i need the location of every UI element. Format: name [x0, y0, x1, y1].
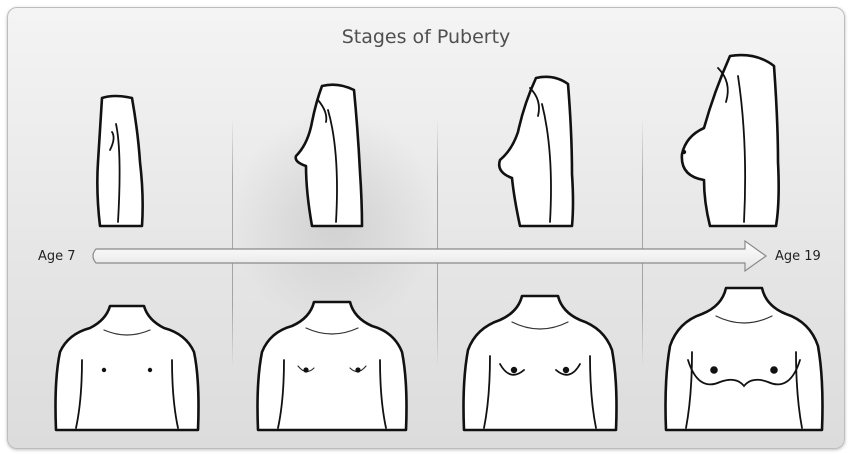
stage-2-side-view — [288, 82, 378, 232]
age-start-label: Age 7 — [38, 249, 76, 264]
stage-4-side-view — [674, 52, 794, 232]
stage-2-front-view — [254, 296, 410, 432]
stage-1-front-view — [52, 300, 202, 432]
stage-3-side-view — [492, 74, 592, 232]
age-end-label: Age 19 — [775, 249, 821, 264]
stage-4-front-view — [658, 282, 830, 432]
stage-3-front-view — [458, 290, 622, 432]
stage-1-side-view — [92, 92, 162, 232]
